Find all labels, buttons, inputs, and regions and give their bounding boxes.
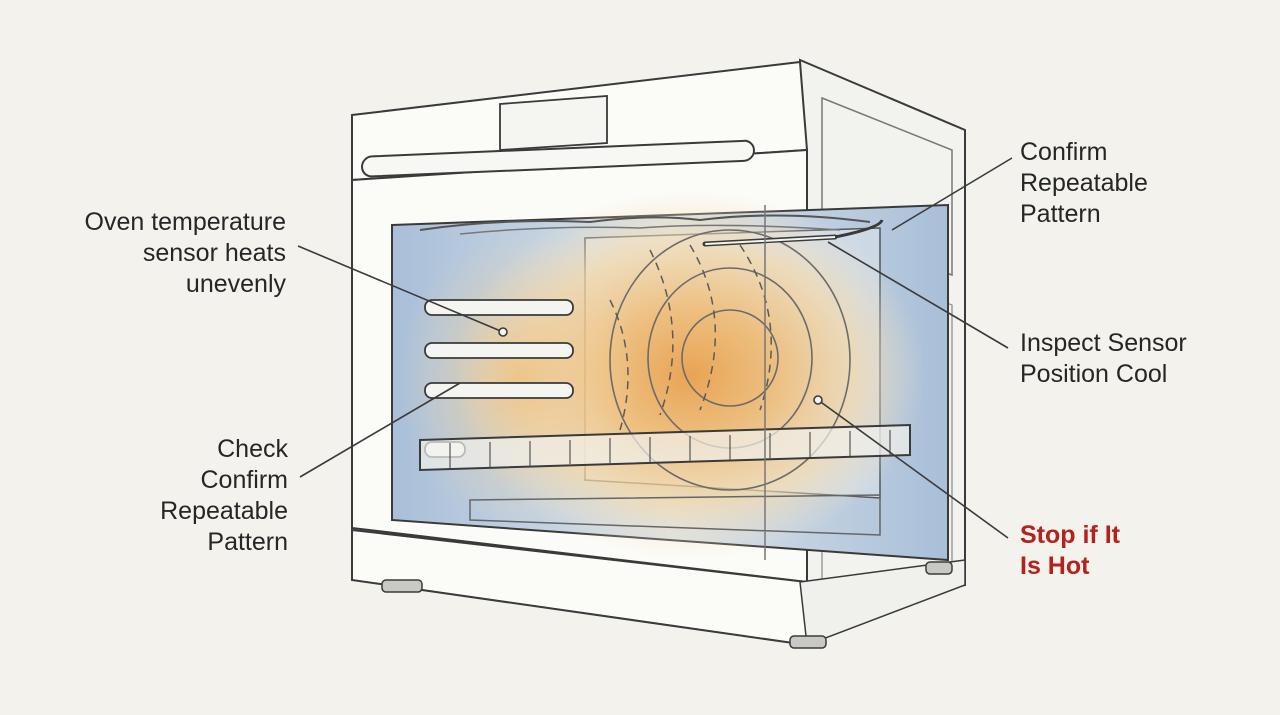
marker-stop-hot xyxy=(813,395,823,405)
marker-uneven-heating xyxy=(498,327,508,337)
oven-foot-back xyxy=(925,561,953,575)
display-window xyxy=(499,95,608,151)
oven-foot-left xyxy=(381,579,423,593)
oven-drawer xyxy=(351,528,966,649)
oven-cavity xyxy=(391,190,949,562)
leader-inspect-sensor xyxy=(827,241,1009,349)
leader-uneven-heating xyxy=(297,245,504,333)
label-confirm-pattern: Confirm Repeatable Pattern xyxy=(1020,138,1148,228)
leader-confirm-pattern xyxy=(891,157,1013,231)
label-uneven-heating: Oven temperature sensor heats unevenly xyxy=(84,208,287,298)
leader-lines xyxy=(297,157,1013,539)
label-inspect-sensor: Inspect Sensor Position Cool xyxy=(1020,329,1187,388)
heat-zone-left xyxy=(400,230,640,530)
heating-element xyxy=(419,214,871,231)
oven-foot-right xyxy=(789,635,827,649)
label-stop-hot: Stop if It Is Hot xyxy=(1020,521,1120,580)
leader-stop-hot xyxy=(817,399,1009,539)
label-check-pattern: Check Confirm Repeatable Pattern xyxy=(160,435,288,556)
oven-floor xyxy=(469,494,881,536)
oven-rack xyxy=(419,423,911,472)
temperature-sensor xyxy=(702,219,884,247)
door-handle xyxy=(361,139,755,178)
leader-check-pattern xyxy=(299,382,461,478)
